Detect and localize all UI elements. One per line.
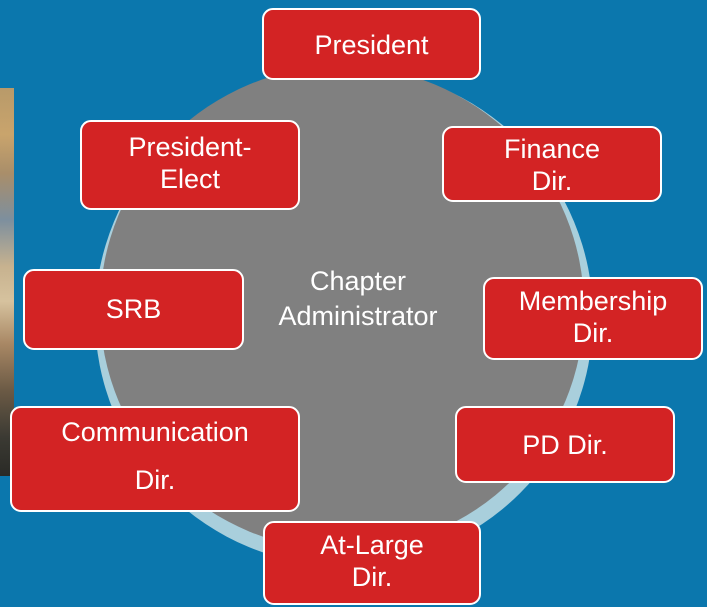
node-label: Dir. bbox=[134, 465, 176, 495]
node-srb: SRB bbox=[23, 269, 244, 350]
center-label-line: Administrator bbox=[278, 301, 438, 331]
node-membership-dir: Membership Dir. bbox=[483, 277, 703, 360]
node-label: SRB bbox=[105, 294, 162, 324]
node-finance-dir: Finance Dir. bbox=[442, 126, 662, 202]
node-at-large-dir: At-Large Dir. bbox=[263, 521, 481, 605]
node-label: Dir. bbox=[531, 166, 573, 196]
node-label: Finance bbox=[503, 134, 601, 164]
node-label: President- bbox=[128, 132, 252, 162]
node-pd-dir: PD Dir. bbox=[455, 406, 675, 483]
center-label-chapter-administrator: Chapter Administrator bbox=[246, 264, 470, 334]
node-president: President bbox=[262, 8, 481, 80]
node-label: President bbox=[314, 30, 429, 60]
node-label: Elect bbox=[159, 164, 221, 194]
node-communication-dir: Communication Dir. bbox=[10, 406, 300, 512]
center-label-line: Chapter bbox=[309, 266, 407, 296]
node-label: Dir. bbox=[572, 318, 614, 348]
node-label: Communication bbox=[61, 417, 249, 447]
background-photo-strip bbox=[0, 88, 14, 476]
node-label: At-Large bbox=[320, 530, 424, 560]
node-label: Dir. bbox=[351, 562, 393, 592]
node-label: Membership bbox=[518, 286, 668, 316]
node-president-elect: President- Elect bbox=[80, 120, 300, 210]
node-label: PD Dir. bbox=[522, 430, 608, 460]
